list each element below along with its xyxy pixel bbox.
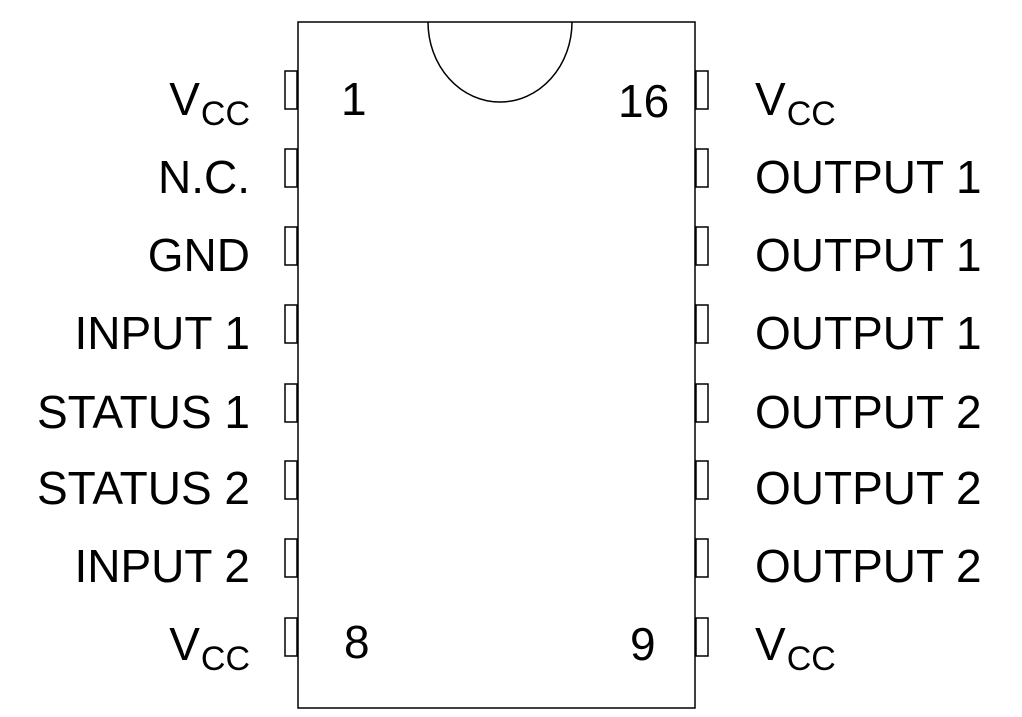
pin-tab-left-4 <box>284 304 298 344</box>
pin-label-text: OUTPUT 1 <box>755 307 982 359</box>
pin-tab-left-2 <box>284 148 298 188</box>
pin-label-left-6: STATUS 2 <box>37 465 250 511</box>
pin-tab-right-8 <box>695 617 709 657</box>
pin-label-text: OUTPUT 1 <box>755 151 982 203</box>
pin-label-right-2: OUTPUT 1 <box>755 154 982 200</box>
pin-tab-right-3 <box>695 226 709 266</box>
pin-tab-left-3 <box>284 226 298 266</box>
pin-tab-left-8 <box>284 617 298 657</box>
pin-number-9: 9 <box>630 618 656 670</box>
pin-label-text: V <box>755 618 786 670</box>
pin-label-text: STATUS 1 <box>37 386 250 438</box>
pin-label-subscript: CC <box>200 95 250 133</box>
pin-tab-right-1 <box>695 70 709 110</box>
pin-label-right-3: OUTPUT 1 <box>755 232 982 278</box>
pin-label-left-3: GND <box>148 232 250 278</box>
pin-label-text: OUTPUT 1 <box>755 229 982 281</box>
pin-label-left-4: INPUT 1 <box>74 310 250 356</box>
pin-label-subscript: CC <box>200 640 250 678</box>
pin-tab-right-2 <box>695 148 709 188</box>
pin-label-subscript: CC <box>786 640 836 678</box>
pin-label-text: INPUT 1 <box>74 307 250 359</box>
pin-label-text: V <box>169 73 200 125</box>
pin-number-1: 1 <box>341 73 367 125</box>
pin-label-right-6: OUTPUT 2 <box>755 465 982 511</box>
pin-label-text: OUTPUT 2 <box>755 386 982 438</box>
pin-label-left-8: VCC <box>169 618 250 676</box>
pin-label-text: OUTPUT 2 <box>755 540 982 592</box>
pin-label-text: OUTPUT 2 <box>755 462 982 514</box>
pin-tab-left-7 <box>284 538 298 578</box>
pin-tab-left-5 <box>284 383 298 423</box>
pin-tab-right-6 <box>695 460 709 500</box>
pin-label-left-5: STATUS 1 <box>37 389 250 435</box>
pin-label-right-1: VCC <box>755 73 836 131</box>
pin-label-left-1: VCC <box>169 73 250 131</box>
orientation-notch <box>427 21 573 103</box>
pin-number-16: 16 <box>618 75 670 127</box>
pin-label-left-2: N.C. <box>158 154 250 200</box>
pin-tabs-left <box>284 70 298 657</box>
pin-label-subscript: CC <box>786 95 836 133</box>
pin-tab-left-6 <box>284 460 298 500</box>
pin-label-text: STATUS 2 <box>37 462 250 514</box>
pin-label-right-5: OUTPUT 2 <box>755 389 982 435</box>
pin-label-right-8: VCC <box>755 618 836 676</box>
pin-tab-right-5 <box>695 383 709 423</box>
pin-tab-left-1 <box>284 70 298 110</box>
pin-label-text: GND <box>147 229 250 281</box>
pin-label-left-7: INPUT 2 <box>74 543 250 589</box>
pin-tab-right-7 <box>695 538 709 578</box>
pin-label-text: V <box>169 618 200 670</box>
chip-body <box>297 21 696 709</box>
pin-label-text: V <box>755 73 786 125</box>
pin-label-text: N.C. <box>158 151 250 203</box>
pin-number-8: 8 <box>344 616 370 668</box>
pin-label-right-4: OUTPUT 1 <box>755 310 982 356</box>
pin-tabs-right <box>695 70 709 657</box>
pin-label-text: INPUT 2 <box>74 540 250 592</box>
pin-tab-right-4 <box>695 304 709 344</box>
pin-label-right-7: OUTPUT 2 <box>755 543 982 589</box>
